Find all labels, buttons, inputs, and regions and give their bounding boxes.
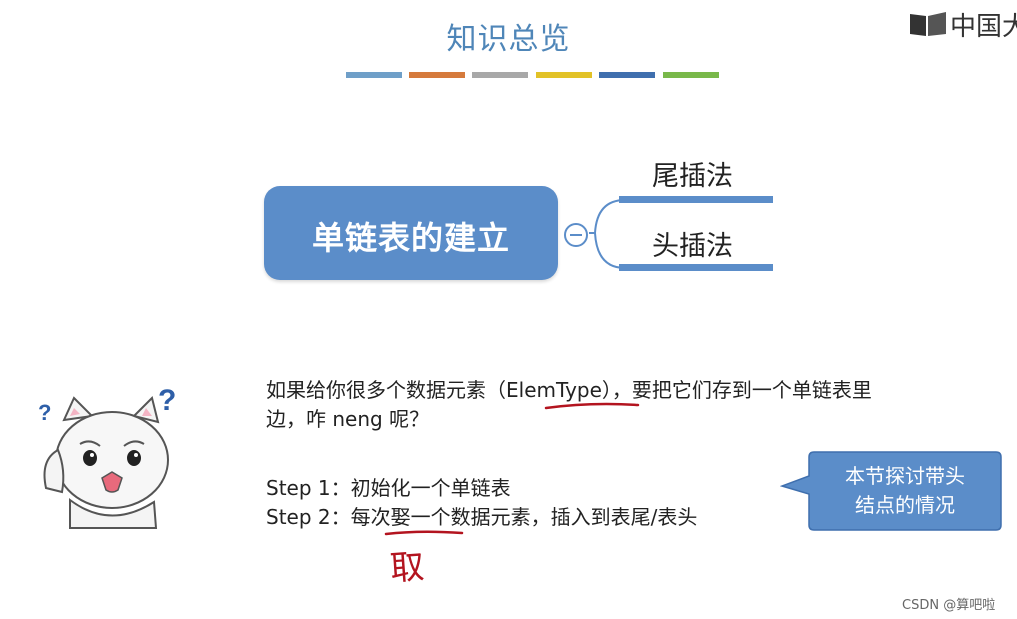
color-bar (472, 72, 528, 78)
color-bar (346, 72, 402, 78)
step-2: Step 2：每次娶一个数据元素，插入到表尾/表头 (266, 503, 697, 532)
color-bar (599, 72, 655, 78)
color-bar (409, 72, 465, 78)
question-mark-right: ? (158, 384, 176, 417)
handwritten-correction: 取 (388, 539, 425, 590)
question-line-1: 如果给你很多个数据元素（ElemType），要把它们存到一个单链表里 (266, 376, 986, 405)
steps-list: Step 1：初始化一个单链表 Step 2：每次娶一个数据元素，插入到表尾/表… (266, 474, 697, 532)
callout-line-2: 结点的情况 (812, 491, 998, 520)
collapse-toggle-icon[interactable] (561, 220, 591, 250)
mindmap-branch-head-insert: 头插法 (652, 224, 733, 263)
color-bar (536, 72, 592, 78)
mindmap-branch-tail-insert: 尾插法 (652, 154, 733, 193)
color-bar (663, 72, 719, 78)
confused-cat-mascot-icon: ? ? (30, 380, 190, 530)
watermark: CSDN @算吧啦 (902, 594, 995, 613)
page-title: 知识总览 (0, 14, 1017, 58)
step-1: Step 1：初始化一个单链表 (266, 474, 697, 503)
mindmap-root-label: 单链表的建立 (264, 213, 558, 259)
logo-text: 中国大 (950, 6, 1017, 43)
callout-line-1: 本节探讨带头 (812, 462, 998, 491)
question-mark-left: ? (38, 400, 51, 425)
question-line-2: 边，咋 neng 呢？ (266, 405, 986, 434)
question-paragraph: 如果给你很多个数据元素（ElemType），要把它们存到一个单链表里 边，咋 n… (266, 376, 986, 434)
callout-text: 本节探讨带头 结点的情况 (812, 462, 998, 520)
